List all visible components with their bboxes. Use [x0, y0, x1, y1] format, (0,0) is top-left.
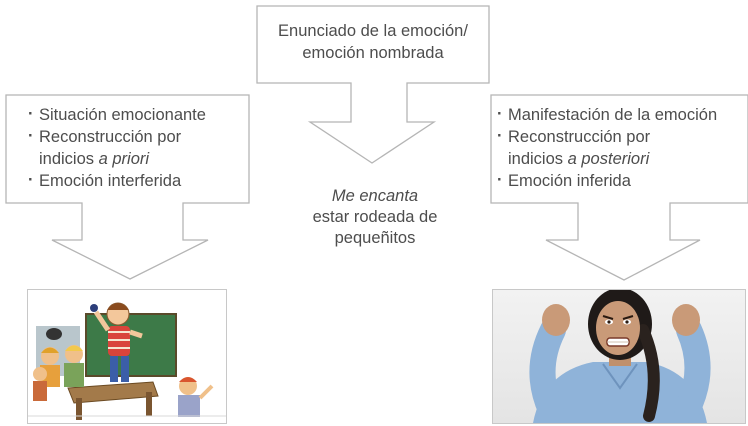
angry-woman-drawing — [493, 290, 745, 423]
right-item-reconstruccion: Reconstrucción por — [497, 125, 748, 148]
right-bullet-list: Manifestación de la emoción Reconstrucci… — [497, 103, 748, 148]
quote-line3: pequeñitos — [334, 229, 416, 247]
right-box-text: Manifestación de la emoción Reconstrucci… — [497, 103, 748, 192]
left-a-priori-label: a priori — [98, 150, 150, 168]
left-item-emocion: Emoción interferida — [28, 169, 248, 192]
classroom-cartoon-image — [27, 289, 227, 424]
right-item-reconstruccion-cont: indicios a posteriori — [497, 148, 748, 170]
left-indicios-label: indicios — [39, 150, 99, 168]
left-bullet-list: Situación emocionante Reconstrucción por — [28, 103, 248, 148]
top-box-line2: emoción nombrada — [302, 44, 444, 62]
top-box-line1: Enunciado de la emoción/ — [278, 22, 468, 40]
right-arrow-callout — [490, 94, 748, 281]
quote-line1: Me encanta — [270, 186, 480, 207]
quote-line2: estar rodeada de — [312, 208, 438, 226]
right-bullet-list-2: Emoción inferida — [497, 169, 748, 192]
left-item-reconstruccion-cont: indicios a priori — [28, 148, 248, 170]
right-item-manifestacion: Manifestación de la emoción — [497, 103, 748, 126]
center-quote: Me encanta estar rodeada de pequeñitos — [270, 186, 480, 249]
angry-woman-photo — [492, 289, 746, 424]
left-arrow-callout — [5, 94, 250, 280]
left-bullet-list-2: Emoción interferida — [28, 169, 248, 192]
quote-italic: Me encanta — [331, 187, 419, 205]
right-indicios-label: indicios — [508, 150, 568, 168]
right-a-posteriori-label: a posteriori — [567, 150, 650, 168]
right-item-emocion: Emoción inferida — [497, 169, 748, 192]
left-item-situacion: Situación emocionante — [28, 103, 248, 126]
left-box-text: Situación emocionante Reconstrucción por… — [28, 103, 248, 192]
classroom-cartoon-drawing — [28, 290, 226, 423]
top-box-text: Enunciado de la emoción/ emoción nombrad… — [257, 20, 489, 64]
left-item-reconstruccion: Reconstrucción por — [28, 125, 248, 148]
top-arrow-callout — [256, 5, 490, 164]
